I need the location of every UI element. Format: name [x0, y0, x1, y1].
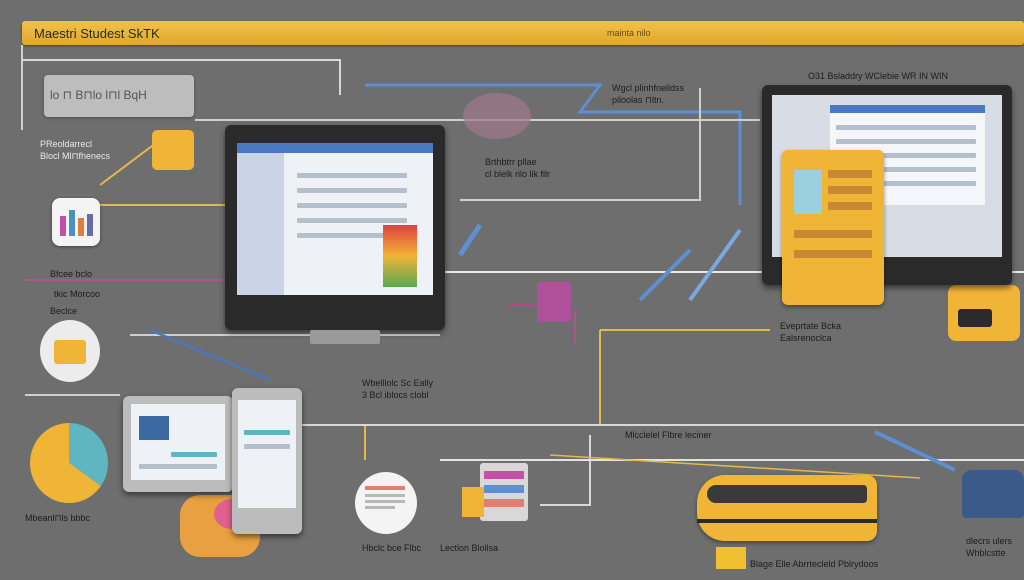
bag-icon: [40, 320, 100, 382]
magenta-blob-icon: [463, 93, 531, 139]
pie-chart-icon: [30, 423, 108, 503]
bottom-mid-label-1: Hbclc bce Flbc: [362, 543, 422, 553]
center-monitor-stand: [310, 330, 380, 344]
header-bar: Maestri Studest SkTK mainta nilo: [22, 21, 1024, 45]
yellow-box-icon: [462, 487, 484, 517]
folder-icon: [152, 130, 194, 170]
bottom-monitor-left: [123, 396, 233, 492]
mid-left-label-3: Beclce: [50, 306, 78, 316]
center-top-label: Wgcl plinhfnelidss piloolas ⊓ltn.: [612, 83, 685, 105]
center-low-label: Wbelllolc Sc Eally 3 Bcl iblocs clobl: [362, 378, 434, 400]
header-right-text: mainta nilo: [607, 28, 651, 38]
center-monitor: [225, 125, 445, 330]
bottom-right-label: Blage Elle Abrrtecleld Pblrydoos: [750, 559, 879, 569]
bottom-center-label: Mlcclelel Flbre leciner: [625, 430, 712, 440]
far-right-label: dlecrs ulers Whblcstte: [966, 536, 1013, 558]
robot-icon: [962, 470, 1024, 518]
right-mid-label: Eveprtate Bcka Ealsrenoclca: [780, 321, 842, 343]
app-title: Maestri Studest SkTK: [34, 26, 160, 41]
cart-icon: [948, 285, 1020, 341]
center-monitor-screen: [237, 143, 433, 295]
bookshelf-icon: [782, 150, 884, 305]
bottom-mid-label-2: Lectlon Blollsa: [440, 543, 499, 553]
mid-left-label-2: tkic Morcoo: [54, 289, 101, 299]
right-top-label: O31 Bsladdry WClebie WR IN WIN: [808, 71, 949, 81]
document-icon: [355, 472, 417, 534]
note-card: lo ⊓ B⊓lo l⊓l BqH: [44, 75, 194, 117]
mid-left-label-1: Bfcee bclo: [50, 269, 93, 279]
stack-icon: [480, 463, 528, 521]
bottom-monitor-right: [232, 388, 302, 534]
small-box-icon: [716, 547, 746, 569]
note-card-text: lo ⊓ B⊓lo l⊓l BqH: [50, 88, 147, 102]
center-mid-label: Brthbtrr pllae cl blelk rilo lik filr: [485, 157, 551, 179]
bus-icon: [697, 475, 877, 541]
top-left-label: PReoldarrecl Blocl Ml⊓fhenecs: [40, 139, 111, 161]
chart-icon: [52, 198, 100, 246]
cube-icon: [537, 282, 571, 322]
bottom-left-label: Mbeanl⊓ls bbbc: [25, 513, 91, 523]
